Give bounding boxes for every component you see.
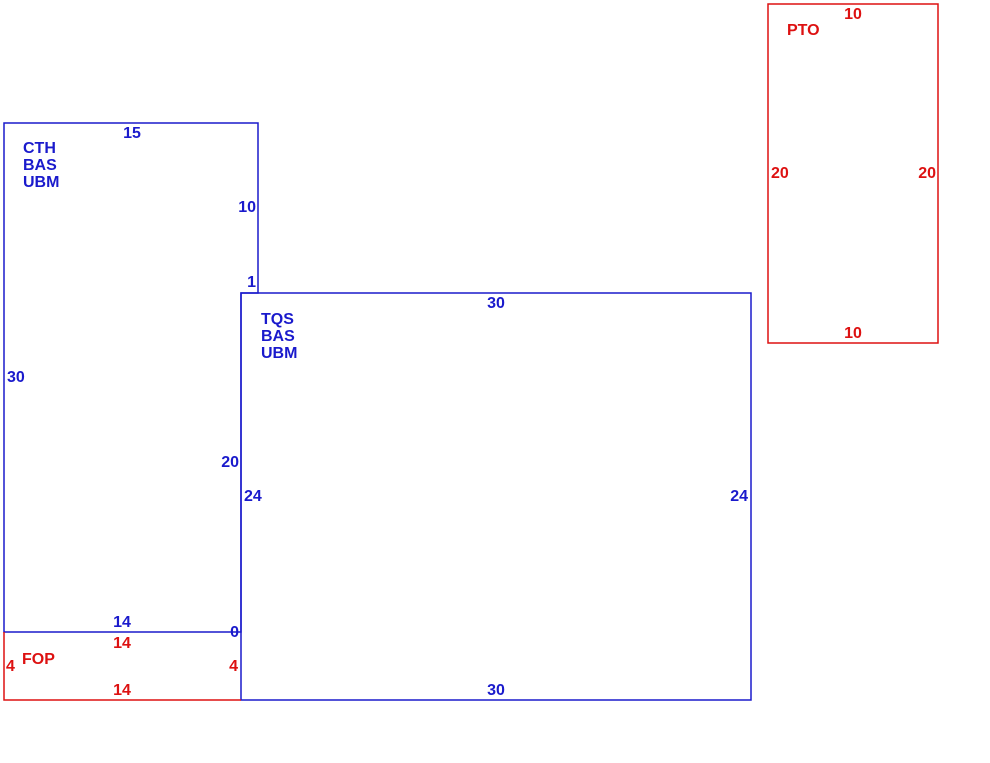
cth-dim-left: 30 (7, 369, 25, 386)
cth-dim-right-lower: 20 (221, 454, 239, 471)
cth-dim-top: 15 (123, 125, 141, 142)
fop-dim-left: 4 (6, 658, 15, 675)
room-tqs-label-3: UBM (261, 345, 297, 362)
room-tqs-label-2: BAS (261, 328, 295, 345)
fop-dim-bottom: 14 (113, 682, 131, 699)
pto-dim-right: 20 (918, 165, 936, 182)
fop-dim-top: 14 (113, 635, 131, 652)
pto-dim-top: 10 (844, 6, 862, 23)
cth-dim-bottom: 14 (113, 614, 131, 631)
cth-dim-step: 1 (247, 274, 256, 291)
room-cth-label-2: BAS (23, 157, 57, 174)
room-fop-name: FOP (22, 651, 55, 668)
room-tqs-outline (240, 292, 752, 701)
tqs-dim-corner: 0 (230, 624, 239, 641)
room-tqs-name: TQS (261, 311, 294, 328)
room-fop-outline (3, 632, 241, 701)
tqs-dim-left: 24 (244, 488, 262, 505)
tqs-dim-right: 24 (730, 488, 748, 505)
fop-dim-right: 4 (229, 658, 238, 675)
tqs-dim-bottom: 30 (487, 682, 505, 699)
room-cth-outline (3, 122, 259, 633)
room-pto-outline (767, 3, 939, 344)
pto-dim-bottom: 10 (844, 325, 862, 342)
room-cth-name: CTH (23, 140, 56, 157)
room-cth-label-3: UBM (23, 174, 59, 191)
pto-dim-left: 20 (771, 165, 789, 182)
cth-dim-right-upper: 10 (238, 199, 256, 216)
room-pto-name: PTO (787, 22, 820, 39)
tqs-dim-top: 30 (487, 295, 505, 312)
